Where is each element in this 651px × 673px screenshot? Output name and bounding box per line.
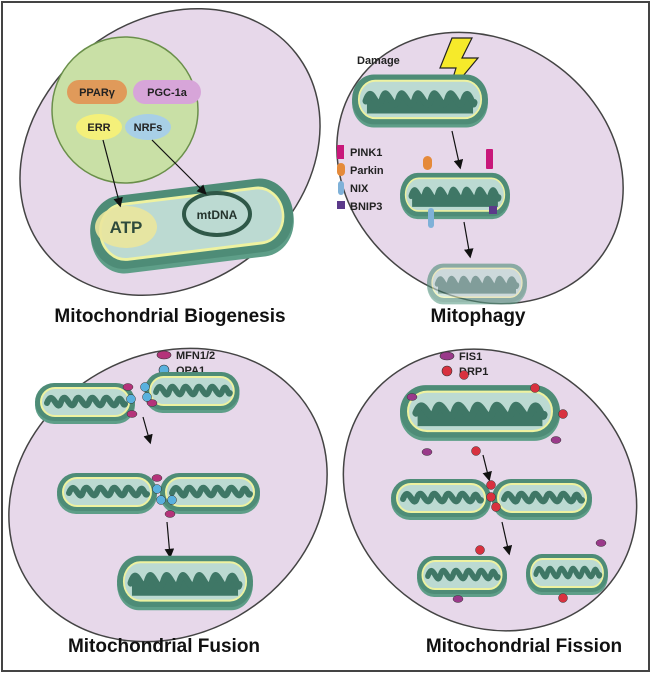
- drp1-dot: [530, 383, 540, 393]
- fis1-dot: [406, 393, 418, 401]
- panel-fission: FIS1 DRP1 Mitochondrial Fission: [342, 348, 638, 657]
- drp1-dot: [475, 545, 485, 555]
- title-mitophagy: Mitophagy: [431, 306, 526, 327]
- arrow-fission-2: [501, 521, 513, 556]
- fis1-dot: [550, 436, 562, 444]
- opa1-dot: [142, 392, 152, 402]
- fused-mitochondrion: [117, 556, 253, 610]
- err-label: ERR: [87, 122, 110, 134]
- title-fusion: Mitochondrial Fusion: [68, 636, 260, 657]
- pgc1a-label: PGC-1a: [147, 87, 188, 99]
- opa1-dot: [126, 394, 136, 404]
- pgc1a-badge: [133, 80, 201, 104]
- drp1-dot: [558, 593, 568, 603]
- parkin-marker: [423, 156, 432, 170]
- legend-fis1-swatch: [439, 351, 455, 361]
- legend-pink1-label: PINK1: [350, 147, 382, 159]
- panel-fusion: MFN1/2 OPA1 Mitochondrial Fusion: [8, 347, 328, 657]
- bnip3-marker: [489, 206, 497, 214]
- fis1-dot: [452, 595, 464, 603]
- title-fission: Mitochondrial Fission: [426, 636, 622, 657]
- legend-parkin-label: Parkin: [350, 165, 384, 177]
- panel-mitophagy: Damage PINK1 Parkin NIX BNIP3 Mitophagy: [336, 31, 624, 327]
- nrfs-badge: [125, 114, 171, 140]
- mtdna-label: mtDNA: [197, 208, 238, 222]
- drp1-dot: [558, 409, 568, 419]
- mfn-dot: [164, 510, 176, 518]
- legend-fis1-label: FIS1: [459, 351, 482, 363]
- drp1-dot: [459, 370, 469, 380]
- arrow-nrfs-to-mtdna: [151, 139, 207, 195]
- legend-bnip3-swatch: [337, 201, 345, 209]
- drp1-dot: [486, 492, 496, 502]
- nrfs-label: NRFs: [134, 122, 163, 134]
- damage-label: Damage: [357, 55, 400, 67]
- legend-pink1-swatch: [337, 145, 344, 159]
- legend-bnip3-label: BNIP3: [350, 201, 382, 213]
- ppar-gamma-label: PPARγ: [79, 87, 116, 99]
- fis1-dot: [421, 448, 433, 456]
- constricting-left-half: [391, 479, 491, 520]
- fission-mitochondrion: [400, 385, 560, 441]
- title-biogenesis: Mitochondrial Biogenesis: [54, 306, 285, 327]
- daughter-mitochondrion-left: [417, 556, 507, 597]
- legend-nix-swatch: [338, 181, 344, 195]
- arrow-fusion-1: [142, 416, 153, 445]
- atp-label: ATP: [110, 218, 143, 237]
- damaged-mitochondrion: [352, 74, 488, 127]
- legend-mfn-label: MFN1/2: [176, 350, 215, 362]
- fis1-dot: [595, 539, 607, 547]
- pink1-marker: [486, 149, 493, 169]
- opa1-dot: [156, 495, 166, 505]
- arrow-err-to-atp: [102, 139, 123, 208]
- err-badge: [76, 114, 122, 140]
- drp1-dot: [471, 446, 481, 456]
- drp1-dot: [486, 480, 496, 490]
- mfn-dot: [122, 383, 134, 391]
- nix-marker: [428, 208, 434, 228]
- daughter-mitochondrion-right: [526, 554, 608, 595]
- ppar-gamma-badge: [67, 80, 127, 104]
- fusion-mitochondrion-right: [145, 372, 240, 413]
- atp-blob: [95, 206, 157, 248]
- mfn-dot: [126, 410, 138, 418]
- legend-mfn-swatch: [156, 350, 172, 360]
- degraded-mitochondrion: [427, 264, 527, 305]
- opa1-dot: [140, 382, 150, 392]
- legend-parkin-swatch: [337, 163, 345, 176]
- constricting-right-half: [492, 479, 592, 520]
- arrow-mitophagy-1: [451, 130, 464, 170]
- nucleus: [51, 36, 199, 184]
- mfn-dot: [151, 474, 163, 482]
- arrow-fission-1: [482, 454, 492, 482]
- arrow-fusion-2: [164, 521, 175, 559]
- fusing-right-half: [160, 473, 260, 514]
- legend-nix-label: NIX: [350, 183, 369, 195]
- drp1-dot: [491, 502, 501, 512]
- legend-drp1-swatch: [441, 365, 453, 377]
- opa1-dot: [167, 495, 177, 505]
- fusion-mitochondrion-left: [35, 383, 135, 424]
- mfn-dot: [146, 399, 158, 407]
- mtdna-ring: [182, 191, 252, 237]
- arrow-mitophagy-2: [463, 221, 474, 259]
- panel-biogenesis: PPARγ PGC-1a ERR NRFs ATP mtDNA Mitochon…: [19, 7, 321, 327]
- fusing-left-half: [57, 473, 157, 514]
- opa1-dot: [152, 484, 162, 494]
